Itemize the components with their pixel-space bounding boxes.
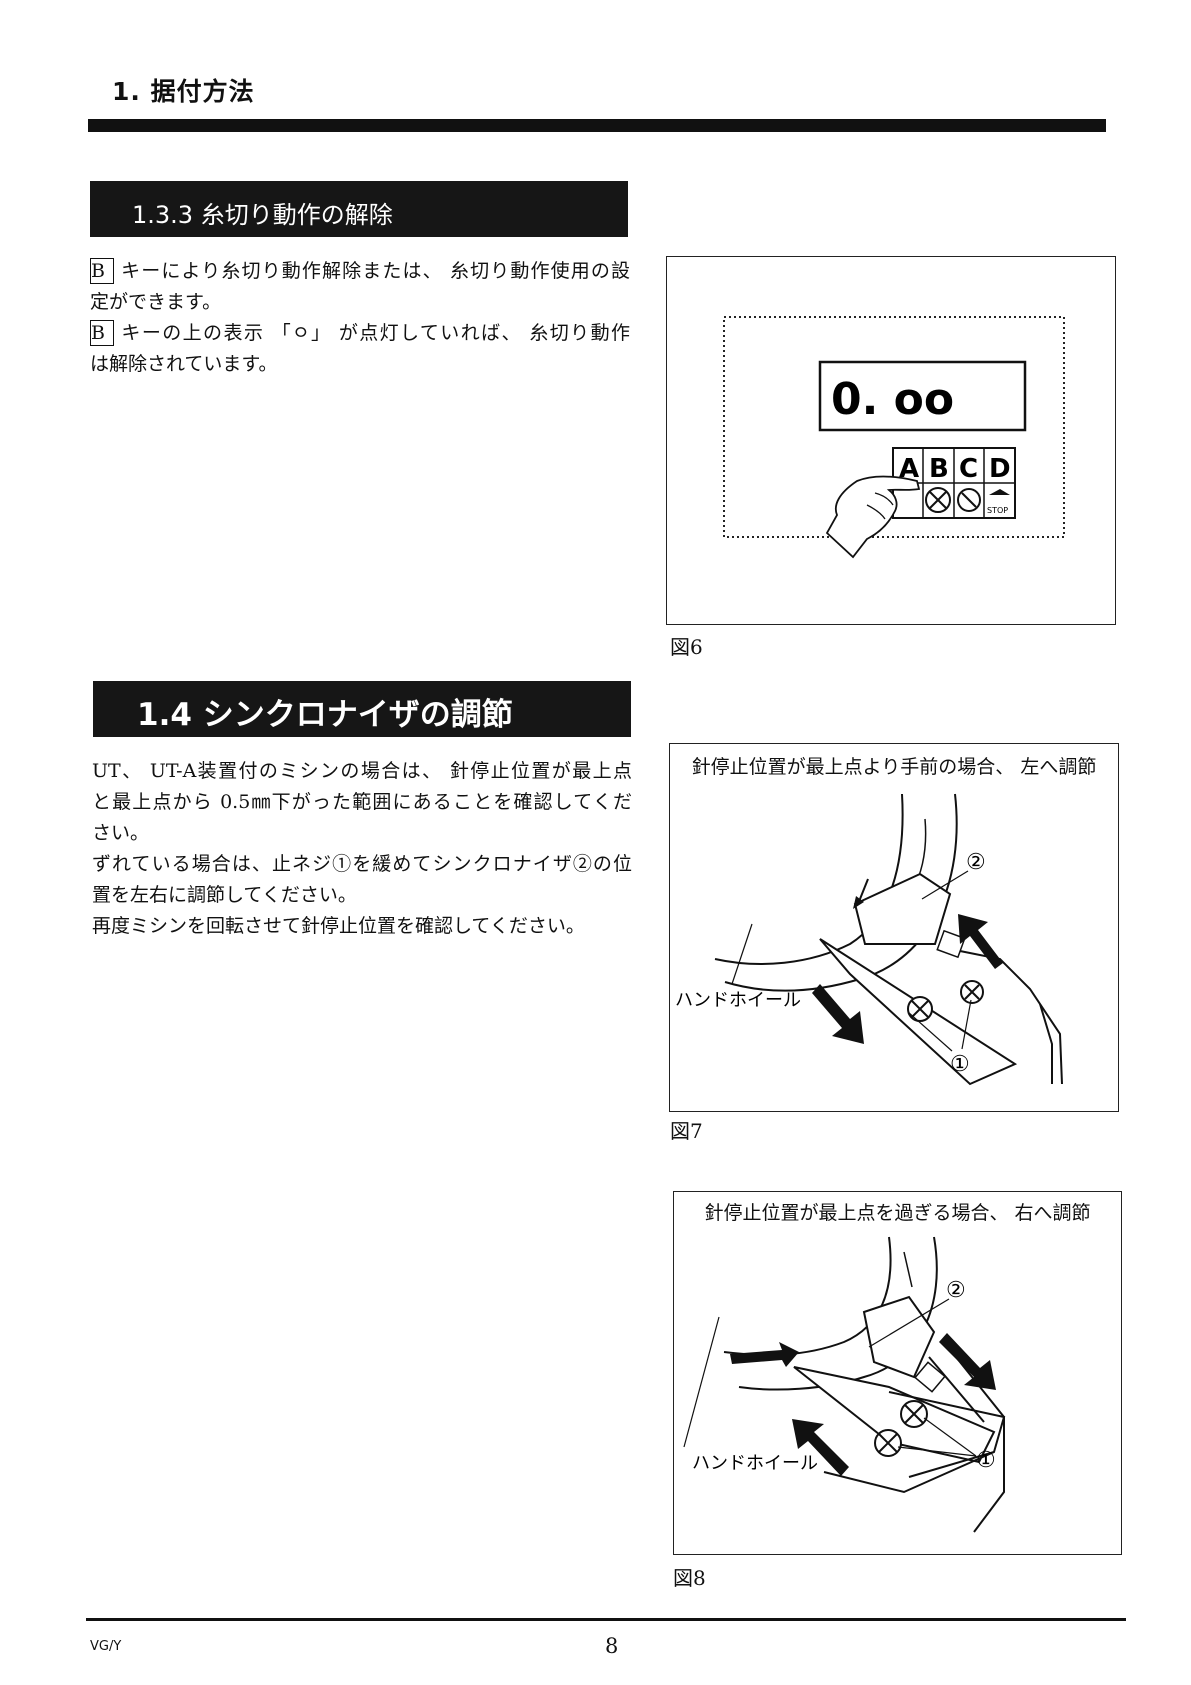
screw-icon [960,980,984,1004]
handwheel-inner-rim [738,1236,938,1391]
footer-model: VG/Y [90,1639,122,1654]
section-1-3-3-body: B キーにより糸切り動作解除または、 糸切り動作使用の設 定ができます。 B キーの… [90,256,630,380]
paragraph-text: キーの上の表示 「ㅇ」 が点灯していれば、 糸切り動作 [120,322,630,344]
label-handwheel: ハンドホイール [692,1453,818,1474]
chapter-rule [88,119,1106,132]
label-set-screw-1: ① [950,1052,970,1077]
set-screw-collar [936,929,966,959]
shaft [949,948,1063,1085]
thread-cut-icon [925,487,951,513]
svg-text:STOP: STOP [987,506,1008,515]
handwheel-leader-line [683,1316,720,1448]
section-1-4-body: UT、 UT-A装置付のミシンの場合は、 針停止位置が最上点 と最上点から 0.… [92,756,632,942]
paragraph-text: キーにより糸切り動作解除または、 糸切り動作使用の設 [120,260,630,282]
section-title-1-3-3: 1.3.3 糸切り動作の解除 [90,181,628,237]
hand-pointing-icon [825,475,921,559]
paragraph-line: 再度ミシンを回転させて針停止位置を確認してください。 [92,915,585,937]
adjust-arrow-down-right-icon [812,984,864,1044]
paragraph-line: さい。 [92,822,150,844]
figure-8-frame: ② ① ハンドホイール 針停止位置が最上点を過ぎる場合、 右へ調節 [673,1191,1122,1555]
adjust-arrow-down-right-icon [939,1333,996,1390]
handwheel-outer-rim [714,793,904,965]
key-b-box: B [90,320,114,346]
figure-6-frame: 0. oo A B C D STOP [666,256,1116,625]
paragraph-line: ずれている場合は、止ネジ①を緩めてシンクロナイザ②の位 [92,853,632,875]
wiper-icon [957,488,981,512]
panel-outline [723,316,1065,538]
bracket-plate [793,1366,996,1464]
direction-arrow-small [730,1342,799,1367]
synchronizer-body [862,1295,936,1379]
screw-icon [874,1429,902,1457]
lcd-display [818,360,1027,432]
paragraph-line: 定ができます。 [90,291,222,313]
paragraph-line: B キーの上の表示 「ㅇ」 が点灯していれば、 糸切り動作 [90,318,630,349]
page-number: 8 [605,1634,619,1658]
figure-7-caption: 図7 [670,1119,703,1143]
key-b-label: B [929,454,949,484]
paragraph-line: B キーにより糸切り動作解除または、 糸切り動作使用の設 [90,256,630,287]
label-synchronizer-2: ② [946,1278,966,1303]
paragraph-line: 置を左右に調節してください。 [92,884,357,906]
adjust-arrow-up-left-icon [958,914,1003,969]
label-set-screw-1: ① [976,1448,996,1473]
adjust-arrow-up-left-icon [792,1419,849,1476]
key-c-label: C [959,454,978,484]
figure-6-illustration: 0. oo A B C D STOP [723,316,1065,559]
label-handwheel: ハンドホイール [675,990,801,1011]
screw-icon [900,1400,928,1428]
key-d-label: D [989,454,1011,484]
handwheel-leader-line [731,923,753,985]
footer-rule [86,1618,1126,1621]
chapter-title: 1. 据付方法 [112,77,255,106]
paragraph-line: は解除されています。 [90,353,278,375]
synchronizer-body [853,872,952,945]
paragraph-line: UT、 UT-A装置付のミシンの場合は、 針停止位置が最上点 [92,760,632,782]
stop-icon: STOP [987,489,1010,515]
figure-6-caption: 図6 [670,635,703,659]
figure-8-caption: 図8 [673,1566,706,1590]
paragraph-line: と最上点から 0.5㎜下がった範囲にあることを確認してくだ [92,791,632,813]
figure-8-illustration: ② ① ハンドホイール [683,1236,1006,1533]
figure-7-heading: 針停止位置が最上点より手前の場合、 左へ調節 [670,752,1118,779]
figure-8-heading: 針停止位置が最上点を過ぎる場合、 右へ調節 [674,1198,1121,1225]
lcd-display-text: 0. oo [831,374,954,425]
set-screw-collar [914,1361,946,1393]
handwheel-outer-rim [723,1236,892,1356]
screw-icon [907,996,933,1022]
figure-7-frame: ② ① ハンドホイール 針停止位置が最上点より手前の場合、 左へ調節 [669,743,1119,1112]
figure-7-illustration: ② ① ハンドホイール [675,793,1063,1086]
key-a-label: A [899,454,919,484]
label-synchronizer-2: ② [966,850,986,875]
section-title-1-4: 1.4 シンクロナイザの調節 [93,681,631,737]
key-b-box: B [90,258,114,284]
